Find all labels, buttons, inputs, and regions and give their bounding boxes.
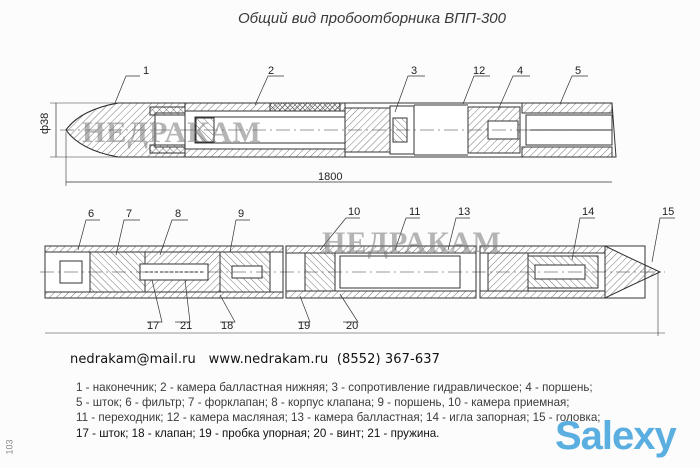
parts-legend: 1 - наконечник; 2 - камера балластная ни… bbox=[76, 380, 601, 441]
legend-line: 17 - шток; 18 - клапан; 19 - пробка упор… bbox=[76, 426, 440, 440]
callout-1: 1 bbox=[143, 65, 149, 77]
callout-20: 20 bbox=[346, 320, 358, 332]
contact-line: nedrakam@mail.ru www.nedrakam.ru (8552) … bbox=[70, 352, 440, 367]
callout-15: 15 bbox=[662, 206, 674, 218]
legend-line: 11 - переходник; 12 - камера масляная; 1… bbox=[76, 411, 601, 425]
salexy-watermark: Salexy bbox=[555, 414, 677, 458]
callout-18: 18 bbox=[221, 320, 233, 332]
legend-line: 1 - наконечник; 2 - камера балластная ни… bbox=[76, 381, 593, 394]
callout-8: 8 bbox=[175, 208, 181, 220]
callout-21: 21 bbox=[180, 320, 192, 332]
side-mark: 103 bbox=[4, 439, 15, 455]
watermark-top: НЕДРАКАМ bbox=[82, 116, 262, 149]
length-label: 1800 bbox=[318, 171, 342, 183]
callout-14: 14 bbox=[582, 206, 594, 218]
callout-3: 3 bbox=[411, 65, 417, 77]
contact-email[interactable]: nedrakam@mail.ru bbox=[70, 352, 196, 367]
callout-6: 6 bbox=[88, 208, 94, 220]
callout-12: 12 bbox=[473, 65, 485, 77]
contact-website[interactable]: www.nedrakam.ru bbox=[208, 352, 329, 367]
callout-10: 10 bbox=[348, 206, 360, 218]
callout-4: 4 bbox=[517, 65, 523, 77]
callout-19: 19 bbox=[298, 320, 310, 332]
bottom-assembly-view bbox=[40, 245, 665, 336]
drawing-title: Общий вид пробоотборника ВПП-300 bbox=[238, 10, 506, 27]
contact-phone: (8552) 367-637 bbox=[336, 352, 440, 367]
diameter-label: ф38 bbox=[39, 113, 51, 134]
callout-17: 17 bbox=[147, 320, 159, 332]
top-assembly-view bbox=[50, 102, 617, 186]
callout-13: 13 bbox=[458, 206, 470, 218]
callout-7: 7 bbox=[126, 208, 132, 220]
watermark-bottom: НЕДРАКАМ bbox=[322, 226, 502, 259]
callout-11: 11 bbox=[409, 206, 420, 218]
legend-line: 5 - шток; 6 - фильтр; 7 - форклапан; 8 -… bbox=[76, 396, 570, 410]
bottom-callout-leaders bbox=[77, 217, 675, 323]
callout-9: 9 bbox=[238, 208, 244, 220]
callout-2: 2 bbox=[268, 65, 274, 77]
top-callout-leaders bbox=[114, 75, 588, 113]
callout-5: 5 bbox=[575, 65, 581, 77]
